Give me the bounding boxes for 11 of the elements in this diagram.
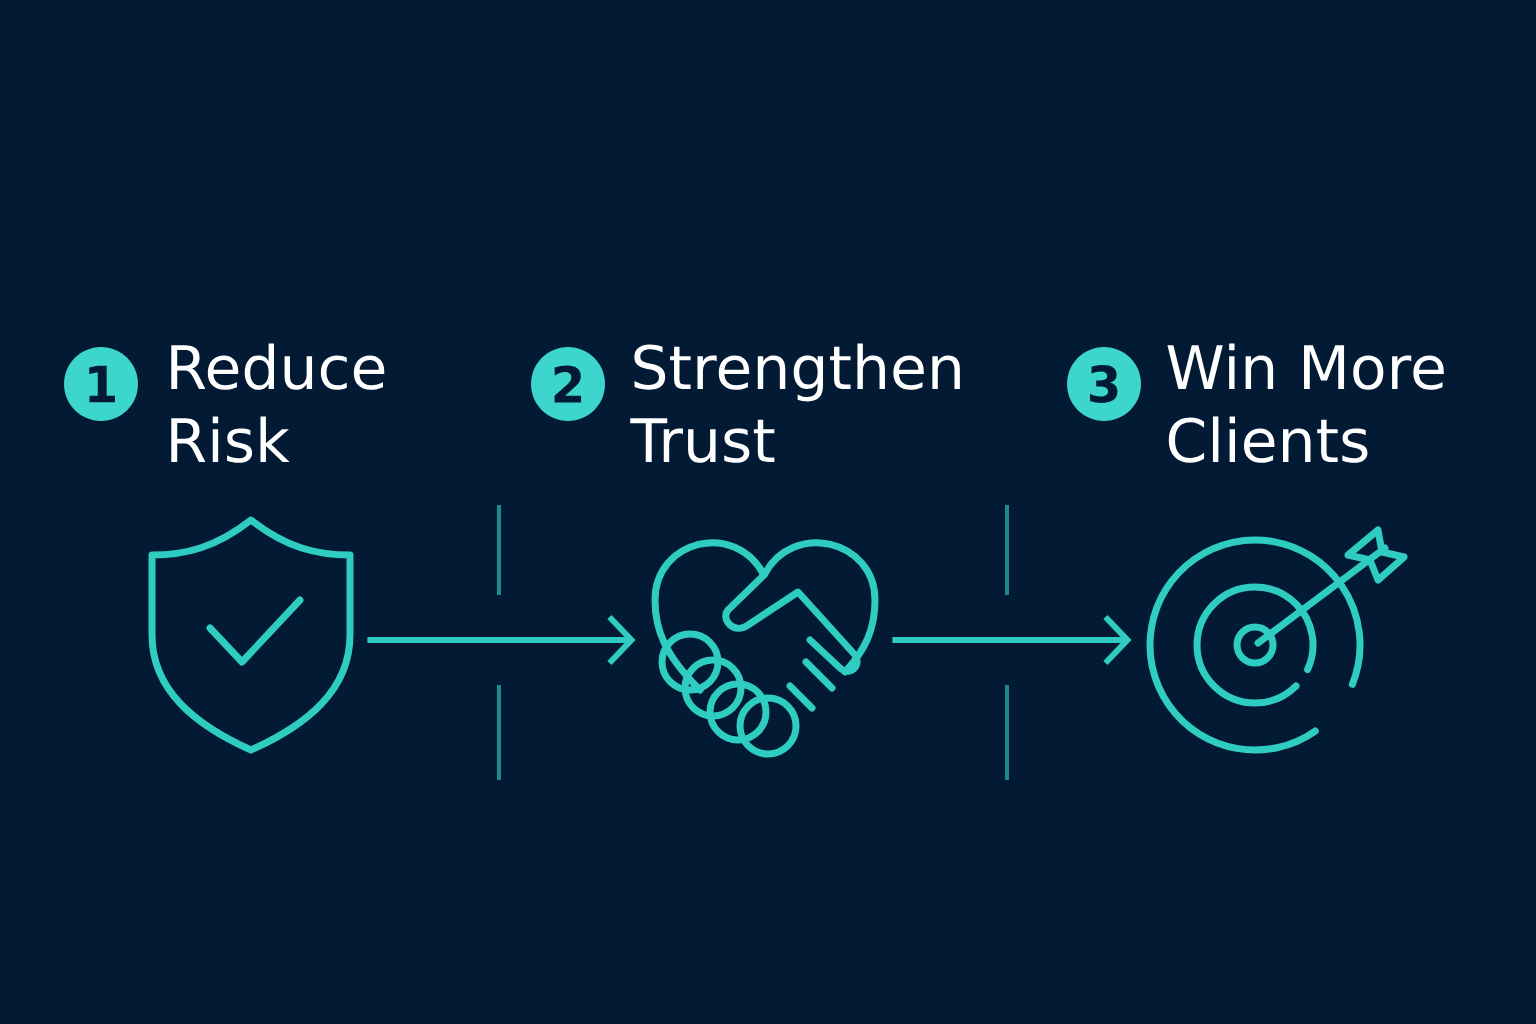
arrow <box>892 614 1132 666</box>
number-badge: 2 <box>531 347 605 421</box>
target-arrow-icon <box>1146 526 1408 754</box>
step-heading: Reduce Risk <box>171 343 385 463</box>
number-badge: 3 <box>1067 347 1141 421</box>
shield-check-icon <box>148 516 354 754</box>
number-badge: 1 <box>64 347 138 421</box>
step-heading: Strengthen Trust <box>630 343 960 463</box>
step-heading: Win More Clients <box>1167 343 1444 463</box>
arrow <box>367 614 636 666</box>
handshake-heart-icon <box>651 539 879 758</box>
